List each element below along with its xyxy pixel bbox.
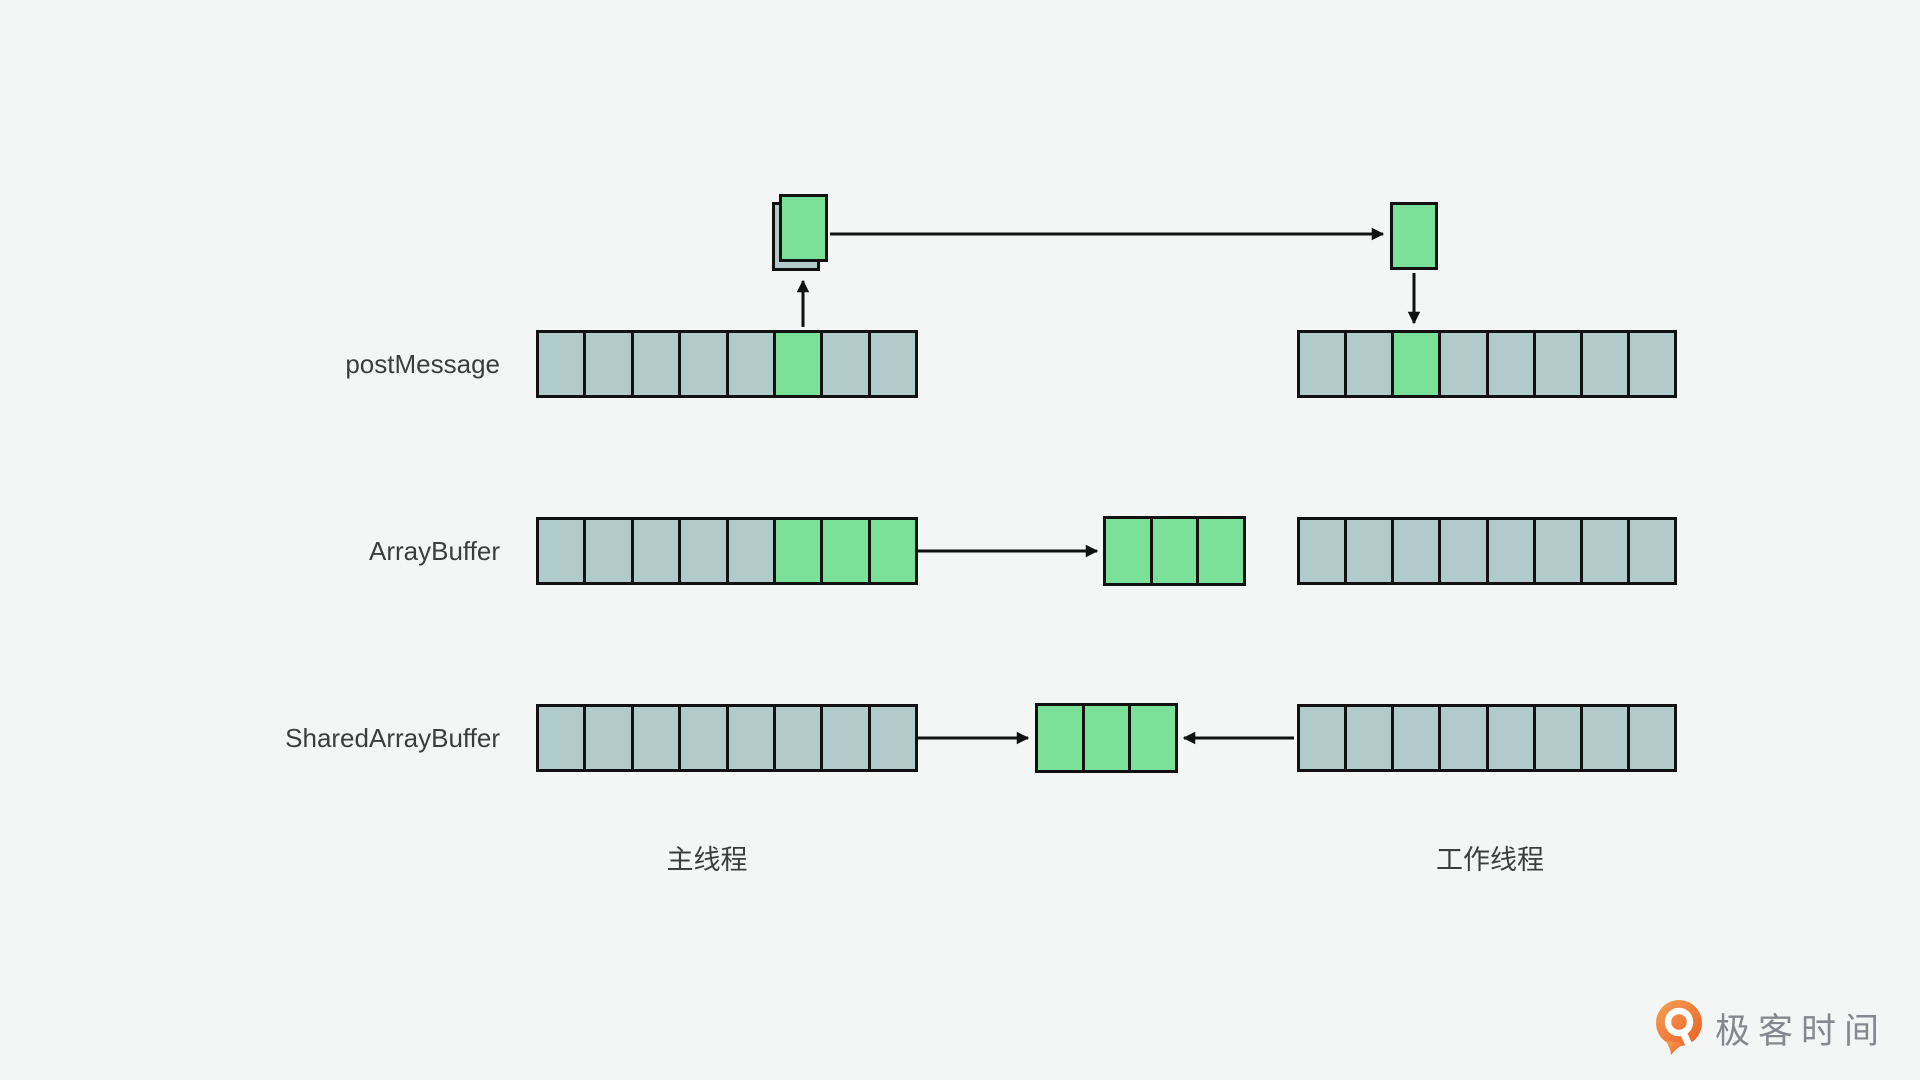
memory-cell [1485,330,1536,398]
memory-cell [536,517,587,585]
highlighted-memory-cell [772,330,824,398]
memory-cell [820,704,871,772]
memory-cell [1626,330,1677,398]
arraybuffer-worker-thread-array [1297,517,1677,585]
memory-cell [1626,517,1677,585]
arraybuffer-transferred-array [1103,516,1247,586]
memory-cell [1532,517,1583,585]
memory-cell [1297,517,1348,585]
memory-cell [1297,704,1348,772]
sharedarraybuffer-worker-thread-array [1297,704,1677,772]
brand-name: 极客时间 [1715,1011,1888,1051]
memory-cell [1485,704,1536,772]
memory-cell [630,517,682,585]
sharedarraybuffer-row-label: SharedArrayBuffer [285,723,500,753]
memory-cell [1579,704,1630,772]
memory-cell [1579,330,1630,398]
arraybuffer-main-thread-array [536,517,918,585]
copied-message-front-doc [779,194,828,262]
highlighted-memory-cell [1081,703,1132,773]
geektime-icon [1656,1000,1702,1055]
postmessage-worker-thread-array [1297,330,1677,398]
memory-cell [678,704,729,772]
memory-cell [678,517,729,585]
highlighted-memory-cell [1035,703,1085,773]
memory-cell [678,330,729,398]
memory-cell [867,330,918,398]
highlighted-memory-cell [1149,516,1200,586]
sharedarraybuffer-shared-array [1035,703,1179,773]
memory-cell [1438,330,1489,398]
memory-cell [1344,517,1395,585]
memory-cell [1579,517,1630,585]
memory-cell [1438,704,1489,772]
memory-cell [867,704,918,772]
memory-cell [630,704,682,772]
main-thread-label: 主线程 [666,845,748,875]
highlighted-memory-cell [1103,516,1153,586]
memory-cell [583,517,634,585]
postmessage-row-label: postMessage [345,349,500,379]
worker-thread-label: 工作线程 [1436,845,1544,875]
memory-cell [1297,330,1348,398]
memory-cell [725,330,776,398]
highlighted-memory-cell [820,517,871,585]
sharedarraybuffer-main-thread-array [536,704,918,772]
memory-cell [772,704,824,772]
arraybuffer-row-label: ArrayBuffer [368,536,500,566]
highlighted-memory-cell [772,517,824,585]
memory-cell [1391,704,1442,772]
brand-logo: 极客时间 [1656,1000,1887,1056]
memory-cell [1485,517,1536,585]
memory-cell [1344,704,1395,772]
memory-cell [725,517,776,585]
memory-cell [1532,330,1583,398]
memory-cell [725,704,776,772]
memory-cell [1532,704,1583,772]
memory-cell [536,330,587,398]
memory-cell [583,330,634,398]
highlighted-memory-cell [1391,330,1442,398]
memory-cell [820,330,871,398]
highlighted-memory-cell [867,517,918,585]
memory-cell [1626,704,1677,772]
memory-cell [1391,517,1442,585]
memory-cell [630,330,682,398]
memory-cell [1438,517,1489,585]
highlighted-memory-cell [1128,703,1179,773]
highlighted-memory-cell [1196,516,1247,586]
memory-cell [583,704,634,772]
memory-cell [536,704,587,772]
postmessage-main-thread-array [536,330,918,398]
memory-cell [1344,330,1395,398]
received-message-doc [1390,202,1438,270]
